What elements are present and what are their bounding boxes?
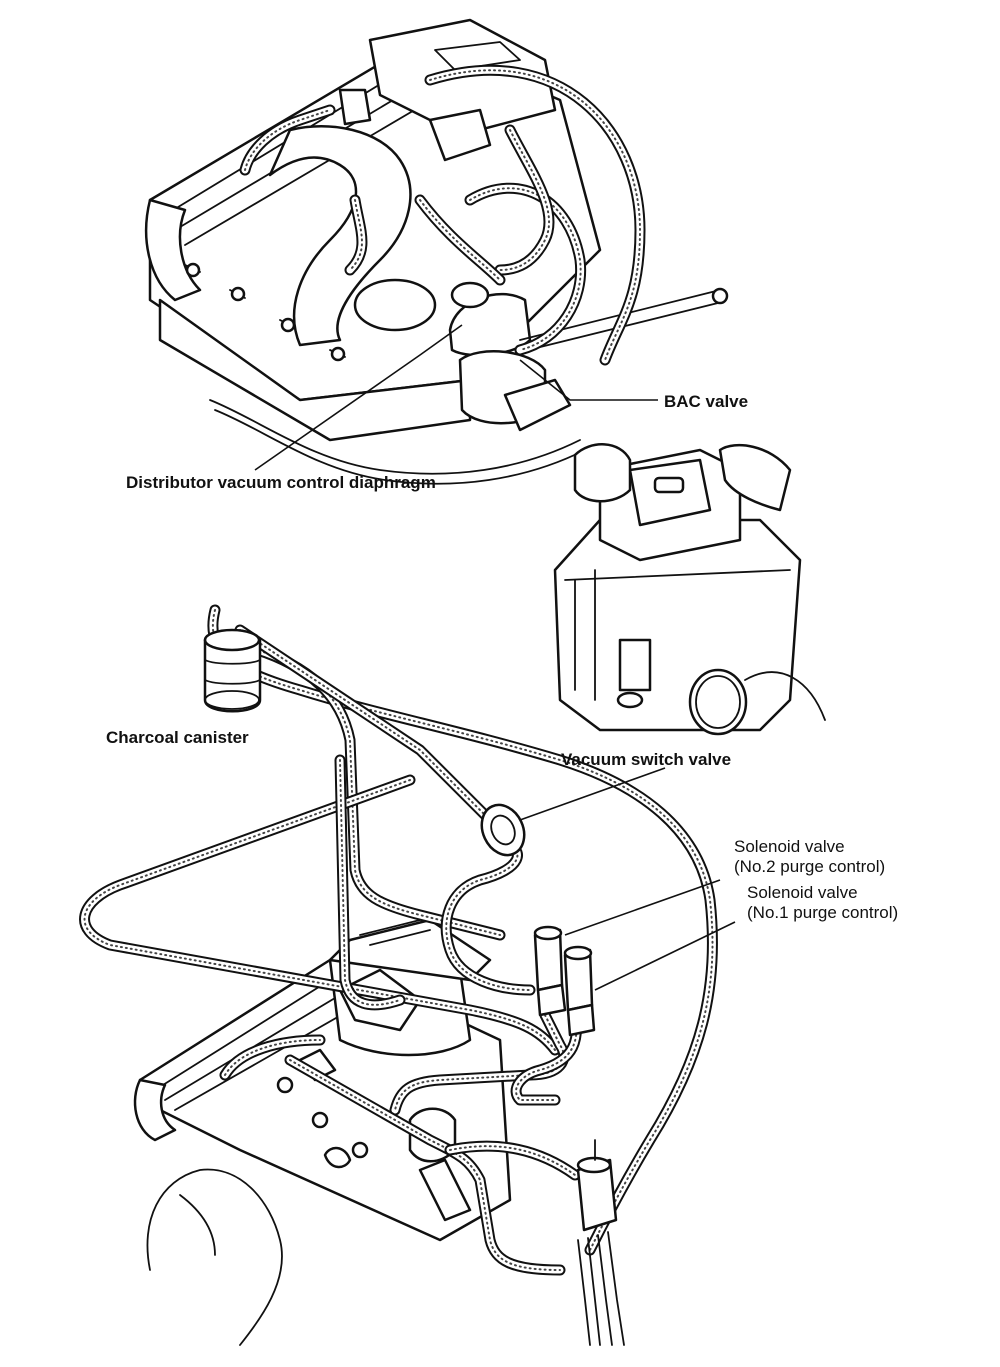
label-solenoid-no1-line1: Solenoid valve: [747, 883, 858, 902]
label-charcoal-canister: Charcoal canister: [106, 728, 249, 747]
bottom-vacuum-hoses: [79, 604, 718, 1276]
label-vacuum-switch-valve: Vacuum switch valve: [561, 750, 732, 769]
leader-lines: [254, 324, 736, 991]
fuel-lines: [577, 1231, 625, 1346]
vacuum-switch-valve-part: [480, 803, 526, 857]
label-solenoid-no2-line2: (No.2 purge control): [734, 857, 886, 876]
check-valve-part: [576, 1139, 618, 1232]
label-solenoid-valve-no2: Solenoid valve (No.2 purge control): [734, 837, 885, 877]
label-bac-valve: BAC valve: [664, 392, 749, 411]
label-solenoid-valve-no1: Solenoid valve (No.1 purge control): [747, 883, 898, 923]
label-distributor-vacuum-control-diaphragm: Distributor vacuum control diaphragm: [126, 473, 436, 492]
solenoid-valve-no1-part: [563, 945, 596, 1037]
charcoal-canister-part: [203, 628, 262, 713]
air-flow-meter-and-air-cleaner: [553, 443, 826, 736]
label-solenoid-no1-line2: (No.1 purge control): [747, 903, 899, 922]
top-vacuum-hoses: [239, 64, 646, 366]
label-solenoid-no2-line1: Solenoid valve: [734, 837, 845, 856]
solenoid-valve-no2-part: [533, 925, 567, 1017]
